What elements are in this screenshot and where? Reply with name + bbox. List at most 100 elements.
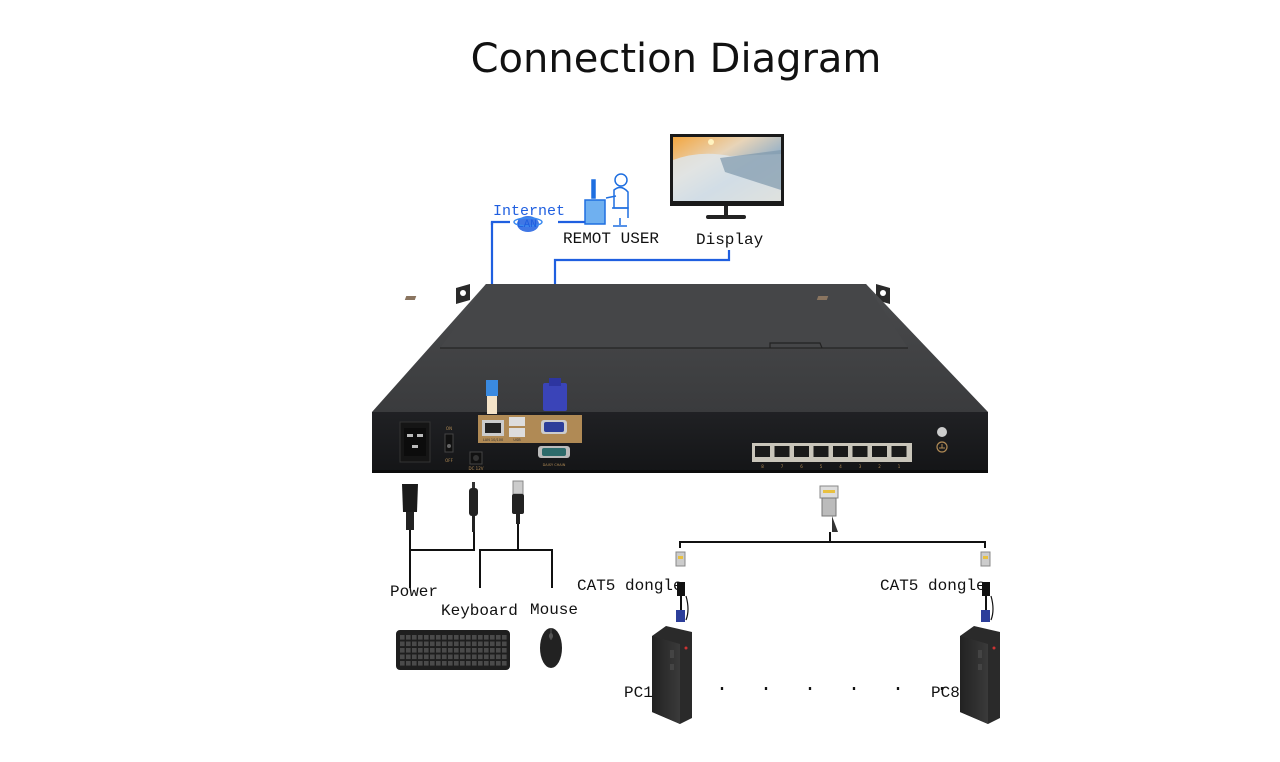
keyboard-key bbox=[472, 635, 477, 640]
keyboard-key bbox=[490, 648, 495, 653]
dc-input-label: DC 12V bbox=[469, 466, 484, 471]
keyboard-key bbox=[400, 654, 405, 660]
cat5-dongle-left-label: CAT5 dongle bbox=[577, 577, 683, 595]
keyboard-key bbox=[442, 635, 447, 640]
daisy-chain-label: DAISY CHAIN bbox=[543, 463, 566, 467]
keyboard-key bbox=[436, 648, 441, 653]
keyboard-key bbox=[490, 641, 495, 647]
keyboard-key bbox=[460, 641, 465, 647]
cat5-port-number: 3 bbox=[859, 464, 862, 469]
cat5-port-number: 8 bbox=[761, 464, 764, 469]
lan-label: LAN bbox=[517, 219, 537, 231]
keyboard-key bbox=[502, 635, 507, 640]
keyboard-key bbox=[466, 635, 471, 640]
peripheral-wiring bbox=[409, 524, 553, 588]
keyboard-key bbox=[502, 661, 507, 666]
keyboard-key bbox=[454, 641, 459, 647]
keyboard-key bbox=[430, 654, 435, 660]
cat5-dongle-right-label: CAT5 dongle bbox=[880, 577, 986, 595]
keyboard-key bbox=[454, 648, 459, 653]
keyboard-key bbox=[412, 635, 417, 640]
keyboard-key bbox=[454, 654, 459, 660]
keyboard-key bbox=[484, 635, 489, 640]
keyboard-key bbox=[472, 648, 477, 653]
keyboard-key bbox=[442, 661, 447, 666]
keyboard-key bbox=[400, 661, 405, 666]
keyboard-key bbox=[460, 654, 465, 660]
keyboard-key bbox=[412, 661, 417, 666]
cat5-port-2 bbox=[872, 446, 887, 457]
daisy-chain-port: DAISY CHAIN bbox=[538, 446, 570, 467]
keyboard-key bbox=[496, 661, 501, 666]
keyboard-key bbox=[448, 654, 453, 660]
cat5-port-6 bbox=[794, 446, 809, 457]
keyboard-key bbox=[478, 654, 483, 660]
cat5-port-8 bbox=[755, 446, 770, 457]
keyboard-key bbox=[466, 648, 471, 653]
pc8-label: PC8 bbox=[931, 684, 960, 702]
keyboard-key bbox=[502, 641, 507, 647]
dc-barrel-plug bbox=[469, 482, 478, 532]
keyboard-key bbox=[460, 648, 465, 653]
power-switch-on-label: ON bbox=[446, 426, 452, 431]
keyboard-key bbox=[484, 654, 489, 660]
keyboard-key bbox=[418, 654, 423, 660]
ground-terminal-icon bbox=[936, 427, 948, 453]
keyboard-key bbox=[406, 641, 411, 647]
cat5-dongle-left bbox=[675, 551, 689, 622]
keyboard-key bbox=[442, 648, 447, 653]
keyboard-key bbox=[424, 654, 429, 660]
keyboard-key bbox=[412, 641, 417, 647]
pc-ellipsis: · · · · · · bbox=[716, 678, 959, 701]
power-label: Power bbox=[390, 583, 439, 601]
keyboard-key bbox=[412, 654, 417, 660]
cat5-port-number: 6 bbox=[800, 464, 803, 469]
keyboard-key bbox=[478, 641, 483, 647]
keyboard-key bbox=[430, 648, 435, 653]
keyboard-key bbox=[454, 635, 459, 640]
keyboard-key bbox=[412, 648, 417, 653]
keyboard-key bbox=[502, 654, 507, 660]
remote-user-label: REMOT USER bbox=[563, 230, 660, 248]
keyboard-key bbox=[406, 648, 411, 653]
usb-plug bbox=[512, 480, 524, 524]
keyboard-key bbox=[496, 635, 501, 640]
mouse-label: Mouse bbox=[530, 601, 579, 619]
pc1-label: PC1 bbox=[624, 684, 653, 702]
keyboard-key bbox=[436, 635, 441, 640]
cat5-port-number: 5 bbox=[820, 464, 823, 469]
keyboard-key bbox=[472, 641, 477, 647]
keyboard-key bbox=[400, 641, 405, 647]
keyboard-label: Keyboard bbox=[441, 602, 518, 620]
mouse-icon bbox=[540, 628, 562, 668]
keyboard-key bbox=[472, 661, 477, 666]
power-cord-plug bbox=[402, 484, 418, 530]
usb-port-label: USB bbox=[513, 438, 521, 442]
keyboard-key bbox=[460, 635, 465, 640]
keyboard-key bbox=[406, 654, 411, 660]
keyboard-key bbox=[502, 648, 507, 653]
keyboard-key bbox=[442, 641, 447, 647]
keyboard-key bbox=[436, 641, 441, 647]
remote-user-icon bbox=[584, 173, 629, 227]
cat5-port-3 bbox=[852, 446, 868, 457]
power-switch-off-label: OFF bbox=[445, 458, 453, 463]
keyboard-key bbox=[400, 635, 405, 640]
keyboard-key bbox=[490, 635, 495, 640]
keyboard-key bbox=[418, 661, 423, 666]
keyboard-key bbox=[400, 648, 405, 653]
cat5-port-1 bbox=[891, 446, 907, 457]
keyboard-key bbox=[448, 648, 453, 653]
keyboard-key bbox=[484, 648, 489, 653]
keyboard-key bbox=[478, 635, 483, 640]
keyboard-key bbox=[484, 641, 489, 647]
keyboard-key bbox=[448, 635, 453, 640]
keyboard-key bbox=[424, 648, 429, 653]
io-port-panel: LAN 10/100 USB bbox=[478, 415, 582, 443]
keyboard-key bbox=[430, 635, 435, 640]
keyboard-key bbox=[496, 654, 501, 660]
cat5-port-number: 4 bbox=[839, 464, 842, 469]
cat5-distribution-lines bbox=[679, 532, 986, 548]
